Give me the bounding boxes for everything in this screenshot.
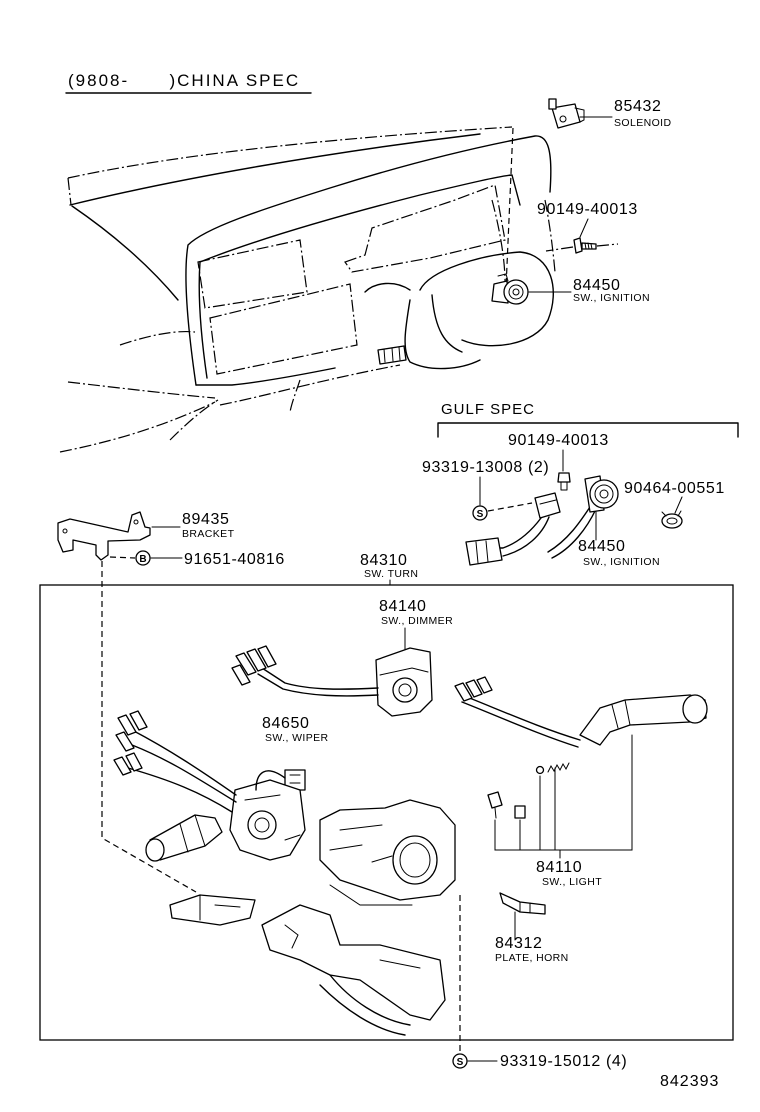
light-switch-part-number: 84110	[536, 859, 582, 876]
screw-china-drawing	[545, 218, 619, 254]
screw-main-symbol: S	[457, 1057, 464, 1068]
dashboard-drawing	[59, 126, 556, 453]
clamp-gulf-part-number: 90464-00551	[624, 480, 725, 497]
dimmer-switch-label: SW., DIMMER	[381, 615, 453, 627]
dimmer-switch-drawing	[231, 627, 433, 717]
wiper-switch-label: SW., WIPER	[265, 732, 329, 744]
wiper-switch-drawing	[113, 710, 306, 862]
ignition-switch-gulf-part-number: 84450	[578, 538, 626, 555]
screw-main-drawing	[452, 895, 498, 1069]
combination-switch-body-drawing	[169, 799, 456, 1036]
solenoid-drawing	[505, 98, 613, 289]
dimmer-switch-part-number: 84140	[379, 598, 427, 615]
bracket-drawing	[57, 511, 197, 893]
gulf-spec-drawing	[465, 449, 683, 566]
screw-china-part-number: 90149-40013	[537, 201, 638, 218]
bracket-label: BRACKET	[182, 528, 235, 540]
bracket-part-number: 89435	[182, 511, 230, 528]
light-switch-drawing	[454, 676, 708, 859]
turn-switch-assembly-box	[39, 584, 734, 1041]
horn-plate-part-number: 84312	[495, 935, 543, 952]
turn-switch-part-number: 84310	[360, 552, 408, 569]
solenoid-label: SOLENOID	[614, 117, 671, 129]
ignition-switch-gulf-label: SW., IGNITION	[583, 556, 660, 568]
gulf-spec-bracket	[437, 422, 739, 438]
ignition-switch-china-label: SW., IGNITION	[573, 292, 650, 304]
bolt-gulf-symbol: S	[477, 509, 484, 520]
bolt-bracket-part-number: 91651-40816	[184, 551, 285, 568]
screw-gulf-part-number: 90149-40013	[508, 432, 609, 449]
screw-main-part-number: 93319-15012 (4)	[500, 1053, 627, 1070]
horn-plate-label: PLATE, HORN	[495, 952, 569, 964]
gulf-spec-heading: GULF SPEC	[441, 401, 535, 418]
solenoid-part-number: 85432	[614, 98, 662, 115]
illustration-code: 842393	[660, 1073, 719, 1090]
wiper-switch-part-number: 84650	[262, 715, 310, 732]
light-switch-label: SW., LIGHT	[542, 876, 602, 888]
turn-switch-label: SW. TURN	[364, 568, 418, 580]
ignition-switch-china-drawing	[491, 273, 572, 305]
bolt-bracket-symbol: B	[139, 554, 146, 565]
header-title: (9808- )CHINA SPEC	[68, 71, 300, 90]
bolt-gulf-part-number: 93319-13008 (2)	[422, 459, 549, 476]
horn-plate-drawing	[499, 892, 546, 941]
ignition-switch-china-part-number: 84450	[573, 277, 621, 294]
